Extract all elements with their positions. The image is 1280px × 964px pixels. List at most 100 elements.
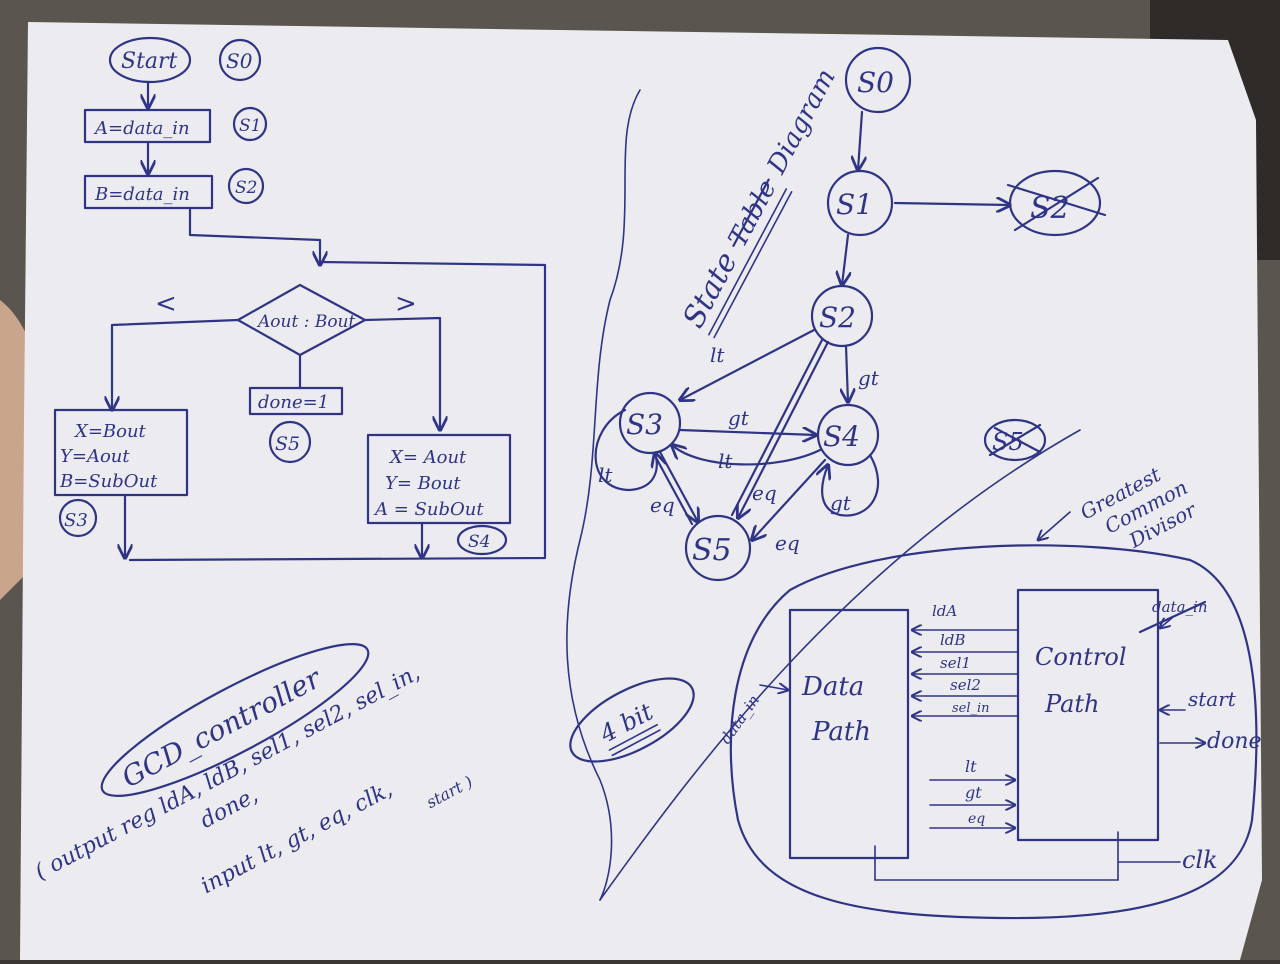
state-s2-crossed [1008,169,1102,237]
datapath-label: Path [811,717,871,747]
crossed-out-stroke [1013,176,1100,232]
state-s0 [844,46,912,114]
loop-back-line [128,260,547,562]
flowchart: Start S0 A=data_in S1 B=data_in S2 Aout … [53,36,547,562]
datain-right-arrow [1160,617,1173,628]
signal-label: sel_in [952,701,990,716]
label-lt-mid: lt [718,449,733,473]
state-s5-crossed [983,418,1047,462]
state-s0-label: S0 [857,66,894,99]
transition-s4-s5 [752,458,827,540]
transition-s2-s4 [846,344,848,402]
done-label: done=1 [258,392,329,413]
label-eq-mid: eq [752,481,777,505]
datain-arrow [759,685,788,690]
datapath-block [788,608,910,860]
signal-label: sel2 [950,676,981,694]
s3-tag [58,498,98,538]
transition-s2-s5 [738,340,830,518]
label-lt-loop: lt [598,463,613,487]
s4-tag-label: S4 [468,532,490,552]
load-a-label: A=data_in [93,118,190,139]
load-b-label: B=data_in [94,184,190,205]
greater-box-line: A = SubOut [373,499,484,520]
state-s1 [826,169,894,237]
label-gt-right: gt [858,366,880,390]
state-s2 [810,284,874,348]
s4-tag [456,524,508,556]
clk-line [874,845,1119,881]
title-underline [708,188,788,336]
done-box [248,386,344,416]
four-bit-underline [611,729,661,757]
transition-s2-s5 [730,338,824,517]
transition-s1-s2 [842,233,848,285]
state-s1-label: S1 [836,188,873,221]
controlpath-label: Control [1035,643,1127,671]
transition-s3-s5 [658,450,698,522]
signal-label: ldB [940,631,965,649]
crossed-out-stroke [993,426,1042,454]
state-s4 [816,403,880,467]
s5-tag-label: S5 [275,433,300,455]
controlpath-block [1016,588,1160,842]
self-loop-s3 [594,408,657,492]
load-b-box [83,174,214,210]
s2-tag-label: S2 [235,178,257,198]
four-bit-underline [608,723,658,751]
less-box-line: X=Bout [73,421,147,442]
clk-label: clk [1182,846,1218,874]
system-boundary [729,544,1258,920]
flow-arrow [188,206,320,265]
s5-tag [268,420,312,464]
controller-ellipse [100,643,370,797]
four-bit-ellipse [569,677,695,763]
state-s3 [618,391,682,455]
gcd-note-arrow [1038,511,1071,540]
title-strike [732,178,770,247]
self-loop-s4 [822,453,880,517]
less-label: < [155,289,177,319]
paper-sheet [20,22,1262,960]
state-s3-label: S3 [626,408,663,441]
less-box-line: Y=Aout [60,446,130,467]
status-label: eq [968,811,985,827]
s0-tag-label: S0 [226,49,253,73]
section-divider [599,429,1081,901]
s2-tag [227,167,265,205]
status-label: gt [965,783,982,802]
transition-s1-s2-crossed [893,203,1010,205]
compare-label: Aout : Bout [256,312,356,332]
transition-s3-s5 [652,452,694,526]
s1-tag [232,106,268,142]
less-branch-box [53,408,189,497]
datapath-label: Data [801,672,864,702]
start-node [108,36,192,84]
greater-branch-box [366,433,512,525]
start-label: Start [121,49,178,74]
transition-s0-s1 [858,110,862,170]
less-box-line: B=SubOut [59,471,158,492]
signal-label: sel1 [940,654,971,672]
section-divider [566,89,641,901]
label-lt-top: lt [710,343,725,367]
crossed-out-stroke [1138,600,1207,634]
label-eq-right: eq [775,531,800,555]
controlpath-label: Path [1044,690,1099,718]
title-underline [713,191,793,339]
s0-tag [218,38,262,82]
start-label: start [1188,687,1237,711]
greater-box-line: Y= Bout [385,473,461,494]
status-label: lt [965,757,977,776]
s1-tag-label: S1 [239,116,261,136]
block-diagram: Data Path Control Path ldA ldB sel1 sel2… [717,544,1262,920]
transition-s4-s3 [672,445,822,466]
state-s2-label: S2 [819,301,856,334]
signal-label: ldA [932,602,957,620]
label-gt-mid: gt [728,406,750,430]
label-gt-loop: gt [830,491,852,515]
crossed-out-stroke [1006,183,1107,217]
greater-label: > [395,289,417,319]
